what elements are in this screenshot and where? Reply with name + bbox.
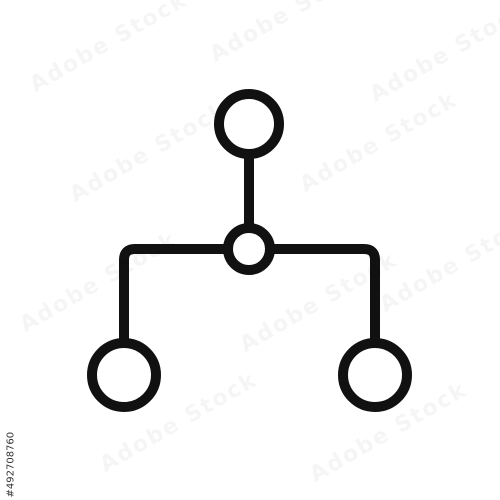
right-branch-line xyxy=(265,244,380,347)
left-branch-line xyxy=(119,244,233,347)
stock-id-text: #492708760 xyxy=(5,431,17,498)
bottom-right-node-circle xyxy=(338,338,412,412)
bottom-left-node-circle xyxy=(87,338,161,412)
top-node-circle xyxy=(214,89,284,159)
hub-node-circle xyxy=(223,223,275,275)
stock-id-label: #492708760 xyxy=(4,383,18,498)
